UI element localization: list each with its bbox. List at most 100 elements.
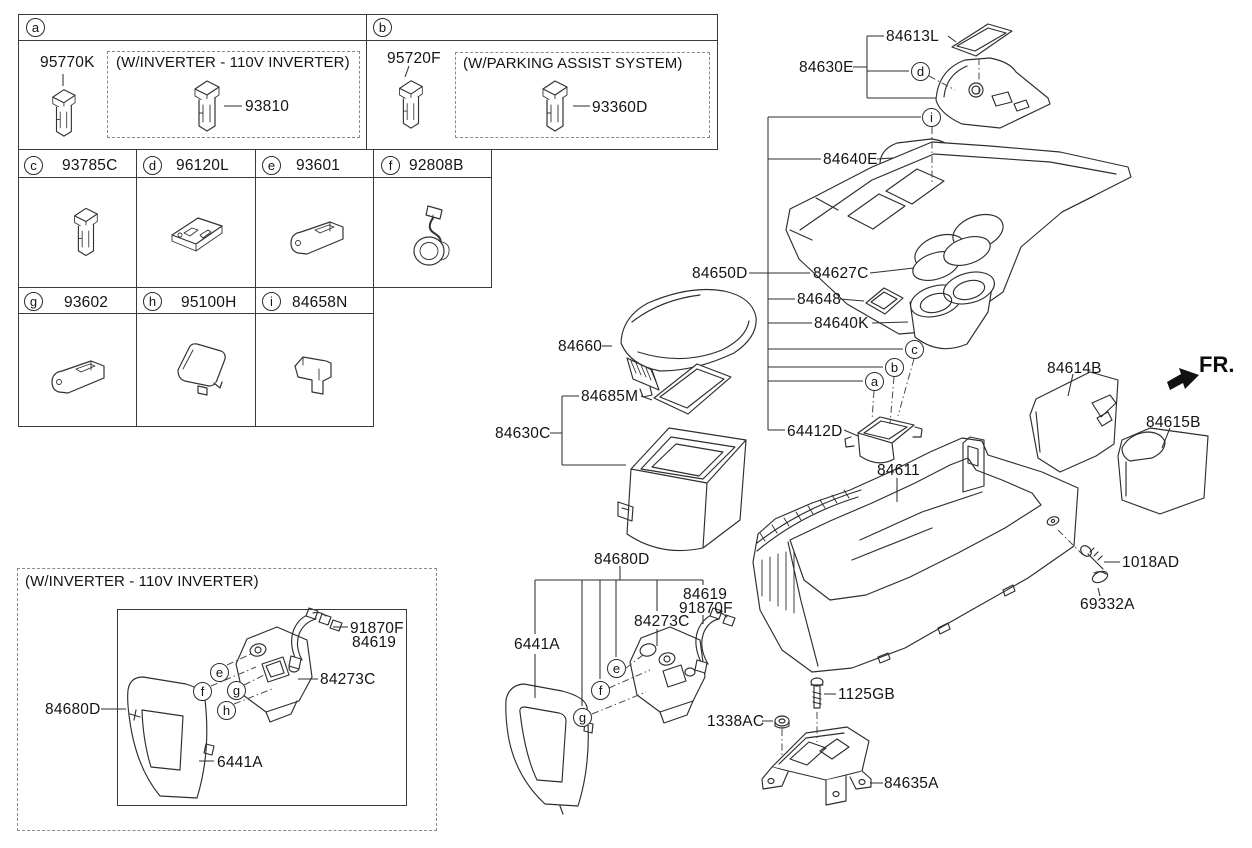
part-icon-93360D-parking-switch <box>542 80 568 132</box>
table-cell-f <box>374 150 492 288</box>
part-sketch-6441A-garnish <box>505 683 594 815</box>
label-84640K: 84640K <box>814 315 869 332</box>
part-icon-93601-switch <box>290 221 344 255</box>
inset-label-84273C: 84273C <box>320 671 376 688</box>
table-callout-b: b <box>373 18 392 37</box>
label-84619: 84619 <box>683 586 728 603</box>
part-sketch-91870F-wiring <box>694 607 736 674</box>
table-note-inverter: (W/INVERTER - 110V INVERTER) <box>116 54 350 71</box>
table-part-93360D: 93360D <box>592 99 648 116</box>
label-91870F: 91870F <box>679 600 733 617</box>
table-cell-a <box>18 14 367 150</box>
part-sketch-84680D-inset-panel <box>127 676 215 799</box>
callout-e: e <box>607 659 626 678</box>
part-sketch-84273C-switch-panel <box>629 626 706 724</box>
inset-label-84619: 84619 <box>352 634 397 651</box>
inset-callout-f: f <box>193 682 212 701</box>
inset-label-6441A: 6441A <box>217 754 263 771</box>
table-cell-c <box>18 150 137 288</box>
table-callout-c: c <box>24 156 43 175</box>
label-84630E: 84630E <box>799 59 854 76</box>
table-cell-d-header <box>137 150 255 178</box>
label-84273C: 84273C <box>634 613 690 630</box>
part-icon-92808B-power-outlet <box>413 205 450 266</box>
table-callout-h: h <box>143 292 162 311</box>
table-part-95720F: 95720F <box>387 50 441 67</box>
part-sketch-84273C-inset-panel <box>235 626 313 723</box>
table-cell-i <box>256 288 374 427</box>
inset-label-91870F: 91870F <box>350 620 404 637</box>
table-cell-h <box>137 288 256 427</box>
part-sketch-1125GB-screw <box>810 677 824 709</box>
table-part-93602: 93602 <box>64 294 109 311</box>
label-84680D: 84680D <box>594 551 650 568</box>
part-icon-95100H-module <box>177 343 226 396</box>
table-cell-i-header <box>256 288 373 314</box>
fr-direction-arrow <box>1167 368 1199 390</box>
table-part-93601: 93601 <box>296 157 341 174</box>
part-sketch-1018AD-screw <box>1080 545 1104 570</box>
part-sketch-84640K-cup-holder <box>909 271 995 350</box>
part-sketch-84685M-mat <box>653 363 732 415</box>
part-sketch-64412D-tray <box>844 416 923 464</box>
callout-f: f <box>591 681 610 700</box>
label-1125GB: 1125GB <box>838 686 895 703</box>
table-cell-e-header <box>256 150 373 178</box>
label-84640E: 84640E <box>823 151 878 168</box>
callout-g: g <box>573 708 592 727</box>
label-1338AC: 1338AC <box>707 713 765 730</box>
table-callout-f: f <box>381 156 400 175</box>
table-callout-d: d <box>143 156 162 175</box>
label-84613L: 84613L <box>886 28 939 45</box>
table-part-95770K: 95770K <box>40 54 95 71</box>
label-84660: 84660 <box>558 338 603 355</box>
inset-callout-e: e <box>210 663 229 682</box>
table-callout-g: g <box>24 292 43 311</box>
part-sketch-84630E-cover <box>935 57 1051 129</box>
fr-label: FR. <box>1199 352 1235 377</box>
part-icon-93602-switch <box>51 360 105 394</box>
callout-a: a <box>865 372 884 391</box>
label-84630C: 84630C <box>495 425 551 442</box>
inset-label-84680D: 84680D <box>45 701 101 718</box>
leader-lines <box>62 35 1171 784</box>
table-part-93785C: 93785C <box>62 157 118 174</box>
table-callout-a: a <box>26 18 45 37</box>
callout-c: c <box>905 340 924 359</box>
part-sketch-84611-console-body <box>752 436 1079 673</box>
inset-callout-g: g <box>227 681 246 700</box>
inverter-inset-inner-box <box>117 609 407 806</box>
part-sketch-84660-armrest <box>620 288 757 398</box>
part-sketch-84613L-plate <box>951 23 1013 57</box>
label-84685M: 84685M <box>581 388 639 405</box>
table-cell-d <box>137 150 256 288</box>
label-1018AD: 1018AD <box>1122 554 1180 571</box>
label-84614B: 84614B <box>1047 360 1102 377</box>
table-note-parking-assist: (W/PARKING ASSIST SYSTEM) <box>463 55 683 72</box>
table-part-84658N: 84658N <box>292 294 348 311</box>
part-sketch-84635A-bracket <box>761 726 872 806</box>
table-cell-b-header <box>367 15 717 41</box>
callout-d: d <box>911 62 930 81</box>
part-sketch-91870F-inset-wiring <box>288 607 343 670</box>
part-sketch-84627C-mat <box>912 236 991 281</box>
label-84650D: 84650D <box>692 265 748 282</box>
table-part-93810: 93810 <box>245 98 290 115</box>
table-part-92808B: 92808B <box>409 157 464 174</box>
table-cell-a-header <box>19 15 366 41</box>
label-84611: 84611 <box>877 462 920 479</box>
table-cell-b <box>367 14 718 150</box>
label-6441A: 6441A <box>514 636 560 653</box>
callout-b: b <box>885 358 904 377</box>
table-part-95100H: 95100H <box>181 294 237 311</box>
part-sketch-84630C-storage-box <box>617 427 747 552</box>
parking-assist-variant-box <box>455 52 710 138</box>
part-sketch-84650D-upper-cover <box>785 141 1132 335</box>
part-icon-95770K-switch <box>52 89 76 137</box>
callout-i: i <box>922 108 941 127</box>
label-84635A: 84635A <box>884 775 939 792</box>
label-69332A: 69332A <box>1080 596 1135 613</box>
label-84615B: 84615B <box>1146 414 1201 431</box>
